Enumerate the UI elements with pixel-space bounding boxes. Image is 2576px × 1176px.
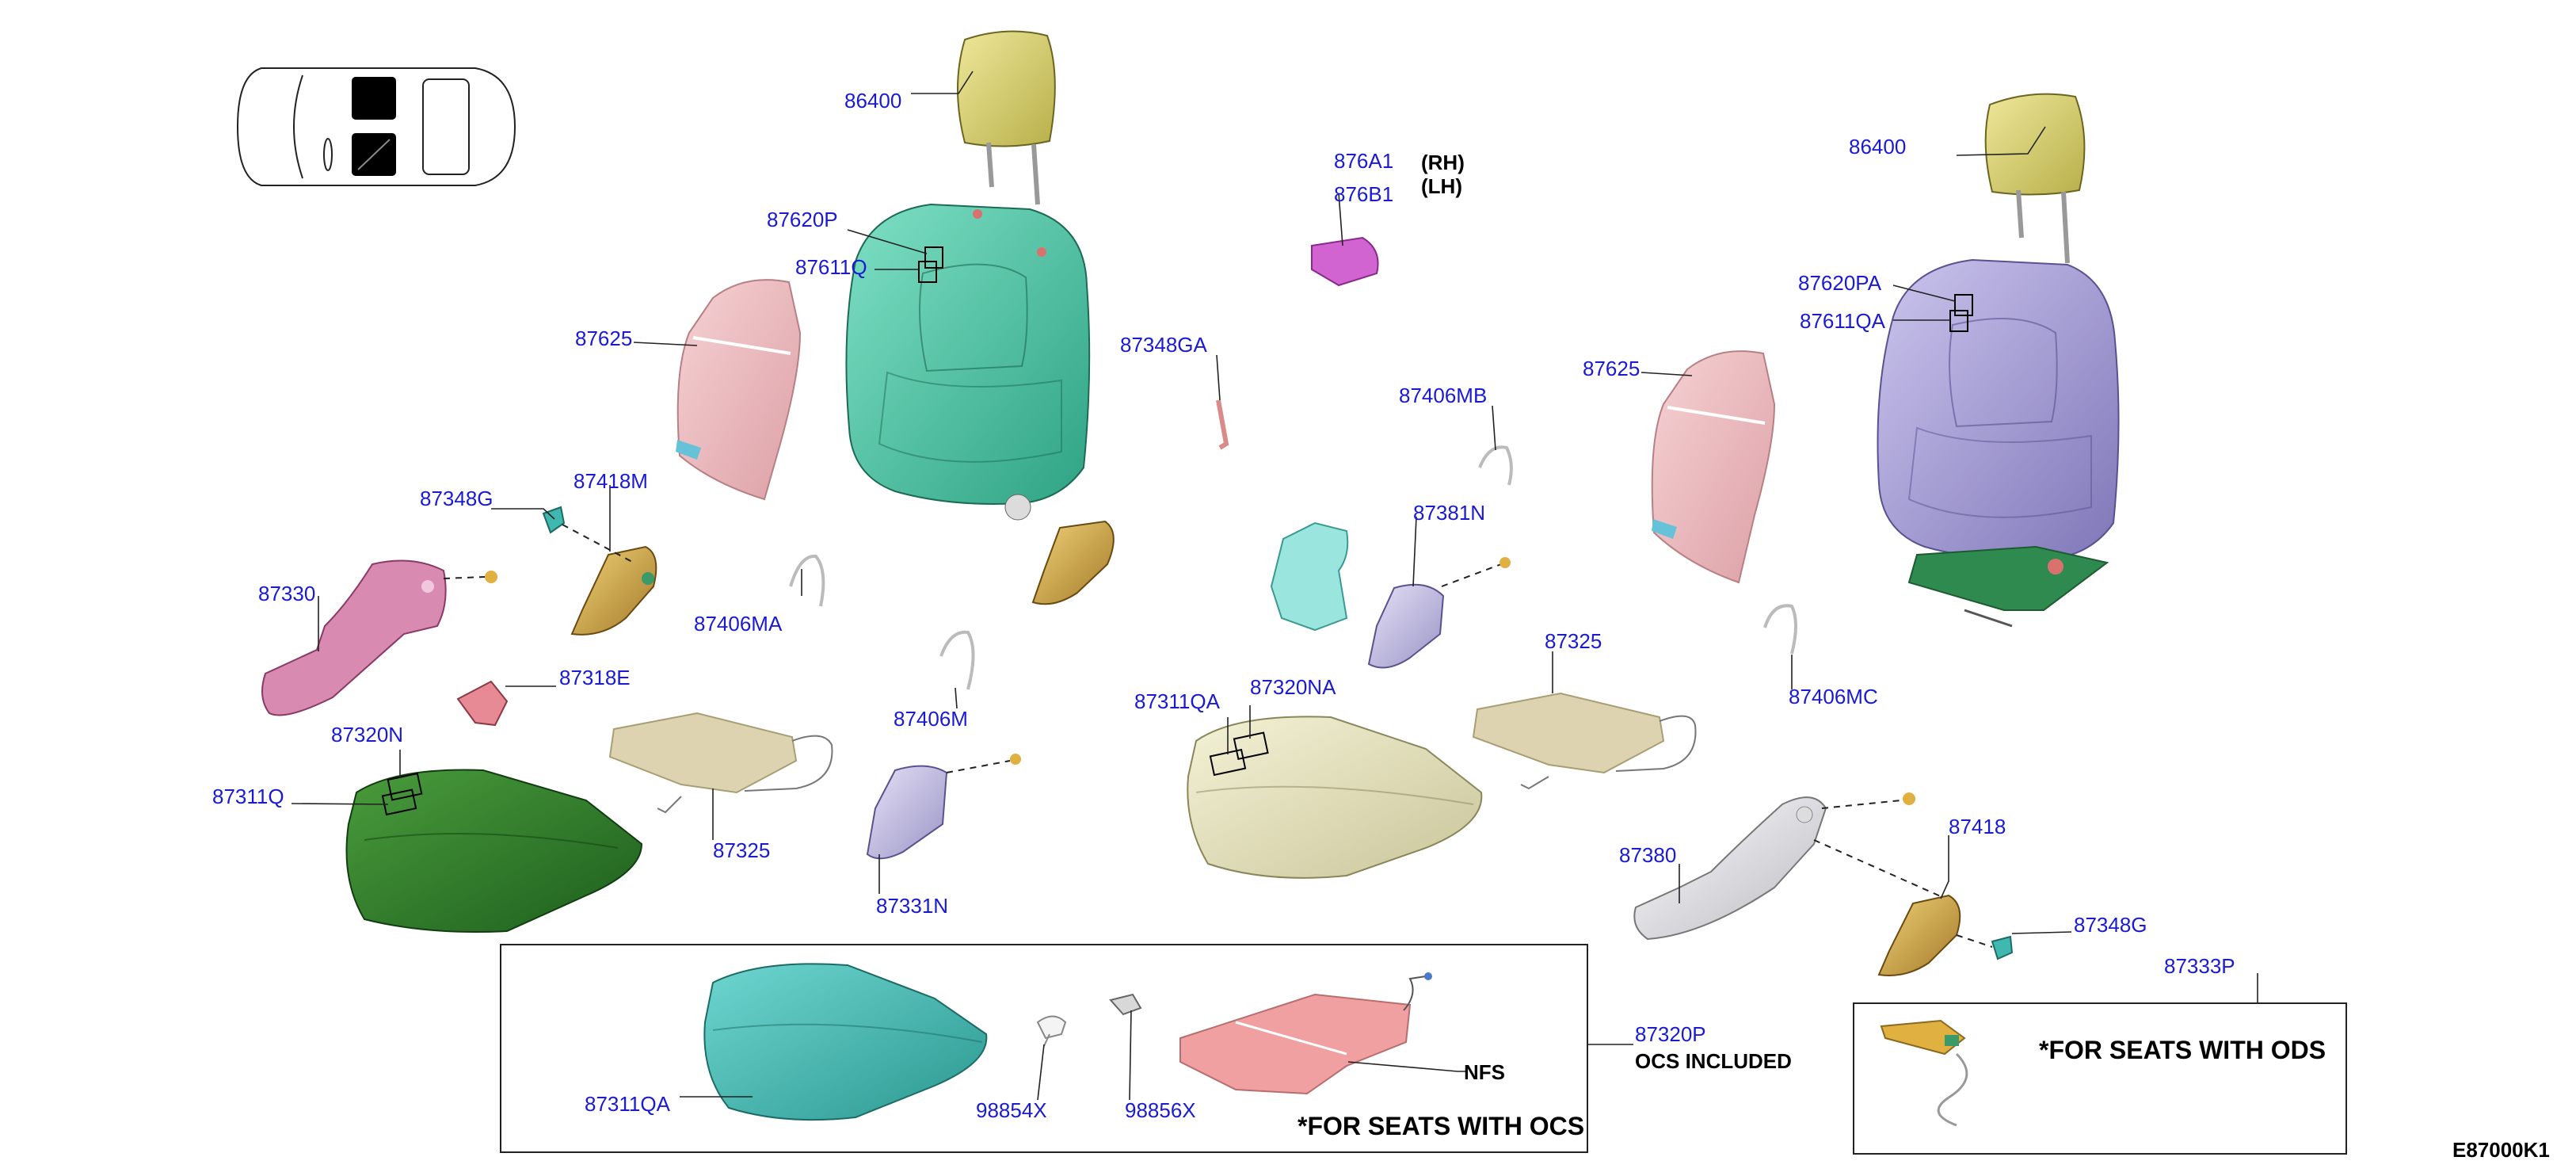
part-label-87348GA: 87348GA [1120,333,1208,357]
screw-87330 [485,571,497,583]
part-label-87318E: 87318E [559,666,631,689]
part-label-98856X: 98856X [1125,1098,1196,1122]
part-label-98854X: 98854X [976,1098,1047,1122]
part-label-87320NA: 87320NA [1250,675,1336,699]
part-label-87331N: 87331N [876,894,948,918]
label-tag-87320NA [1233,731,1269,761]
seat-cushion-cream [1187,716,1483,879]
sensor-98856X [1109,993,1142,1016]
headrest-rear [1984,93,2086,264]
vehicle-locator-icon [236,67,516,186]
seatback-pad-left [676,279,802,501]
part-label-87620PA: 87620PA [1798,271,1882,295]
seatback-pad-right [1651,350,1776,584]
part-label-86400-rear: 86400 [1849,135,1906,158]
part-label-87611QA: 87611QA [1800,309,1886,333]
seatback-rear [1877,258,2120,628]
part-label-87625-left: 87625 [575,326,632,350]
leader-lines [291,71,2258,1101]
part-label-87620P: 87620P [767,208,838,231]
finisher-87331N [866,765,948,860]
part-label-87406MC: 87406MC [1789,685,1878,708]
label-tag-87311QA [1209,748,1247,777]
sensor-98854X [1036,1015,1067,1047]
part-label-87406MB: 87406MB [1399,384,1487,407]
part-label-87311QA-ocs: 87311QA [585,1092,671,1116]
screw-87331N [1010,754,1021,765]
part-label-87320P: 87320P [1635,1022,1706,1046]
ocs-box [500,944,1588,1153]
part-label-876B1: 876B1 [1334,182,1393,206]
ods-box [1853,1002,2347,1155]
part-label-87418M: 87418M [574,469,648,493]
harness-87406M [939,630,975,690]
bracket-cyan [1270,521,1349,632]
part-label-87381N: 87381N [1413,501,1485,525]
label-tag-87611QA [1949,310,1968,332]
part-label-86400-front: 86400 [844,89,901,113]
label-tag-87611Q [918,261,937,283]
screw-87380 [1903,792,1915,805]
part-label-87625-right: 87625 [1583,357,1640,380]
label-tag-87620PA [1954,294,1973,316]
finisher-87381N [1367,583,1445,669]
bracket-87318E [456,680,509,727]
part-label-87320N: 87320N [331,723,403,746]
diagram-code: E87000K1 [2452,1138,2550,1162]
side-finisher-87330 [261,559,447,716]
part-label-87406MA: 87406MA [694,612,783,636]
heater-mat-left [608,712,833,814]
note-nfs: NFS [1464,1060,1505,1084]
harness-87406MB [1478,445,1513,486]
side-finisher-87380 [1633,796,1827,941]
lever-cover-87418 [1877,894,1961,976]
control-module [1311,236,1379,287]
harness-87406MA [789,554,825,607]
seatback-front [845,203,1091,521]
part-label-87418: 87418 [1949,815,2006,838]
note-for-seats-with-ods: *FOR SEATS WITH ODS [2039,1036,2326,1064]
label-tag-87311Q [381,788,417,816]
part-label-87348G-right: 87348G [2074,913,2147,937]
part-label-87325-left: 87325 [713,838,770,862]
lever-cover-87418M [570,545,657,636]
part-label-87348G-left: 87348G [420,487,493,510]
part-label-87611Q: 87611Q [795,255,867,279]
heater-mat-right [1472,692,1697,790]
part-label-87325-right: 87325 [1545,629,1602,653]
seat-cushion-green [345,769,643,933]
part-label-87330: 87330 [258,582,315,605]
screw-87381N [1499,557,1511,568]
ocs-mat [1179,972,1432,1095]
note-for-seats-with-ocs: *FOR SEATS WITH OCS [1298,1112,1584,1140]
ods-sensor [1880,1019,1968,1127]
headrest-front [957,30,1056,205]
label-tag-87320N [387,772,423,801]
part-label-87311Q: 87311Q [212,785,284,808]
lever-cover-center [1031,520,1115,605]
knob-87348G-right [1991,935,2014,960]
seat-cushion-teal [703,963,988,1121]
side-label-rh: (RH) [1421,151,1465,174]
part-label-876A1: 876A1 [1334,149,1393,173]
side-label-lh: (LH) [1421,174,1462,198]
note-ocs-included: OCS INCLUDED [1635,1049,1792,1073]
part-label-87311QA-center: 87311QA [1134,689,1221,713]
part-label-87406M: 87406M [894,707,968,731]
clip-87348GA [1216,399,1229,450]
label-tag-87620P [924,246,943,269]
part-label-87333P: 87333P [2164,954,2235,978]
harness-87406MC [1763,604,1797,655]
part-label-87380: 87380 [1619,843,1676,867]
